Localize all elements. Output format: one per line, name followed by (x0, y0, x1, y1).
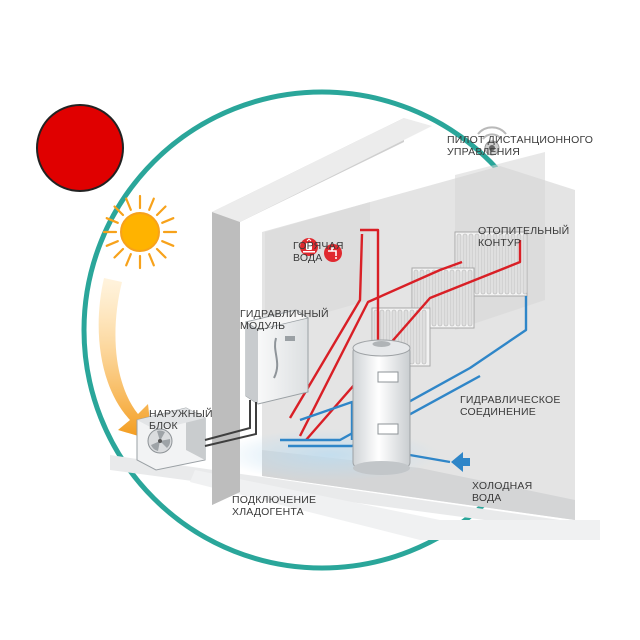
refrigerant-line-2 (204, 402, 257, 447)
back-wall-band-1 (265, 202, 370, 330)
water-tank (352, 339, 411, 475)
sun-to-unit-arrow (98, 278, 152, 440)
floor-shade (190, 470, 600, 540)
side-wall-edge (212, 212, 240, 505)
sun-icon (102, 194, 178, 270)
water-tap-icon (324, 244, 342, 262)
cold-water-arrow (451, 452, 470, 472)
refrigerant-line-1 (204, 400, 251, 441)
red-disc (36, 104, 124, 192)
fan-icon (147, 428, 173, 454)
remote-sensor-icon (477, 126, 507, 156)
hydraulic-module (245, 309, 309, 405)
outdoor-unit (136, 407, 206, 471)
hot-water-tank-icon (300, 238, 318, 256)
side-wall-top (212, 118, 432, 222)
